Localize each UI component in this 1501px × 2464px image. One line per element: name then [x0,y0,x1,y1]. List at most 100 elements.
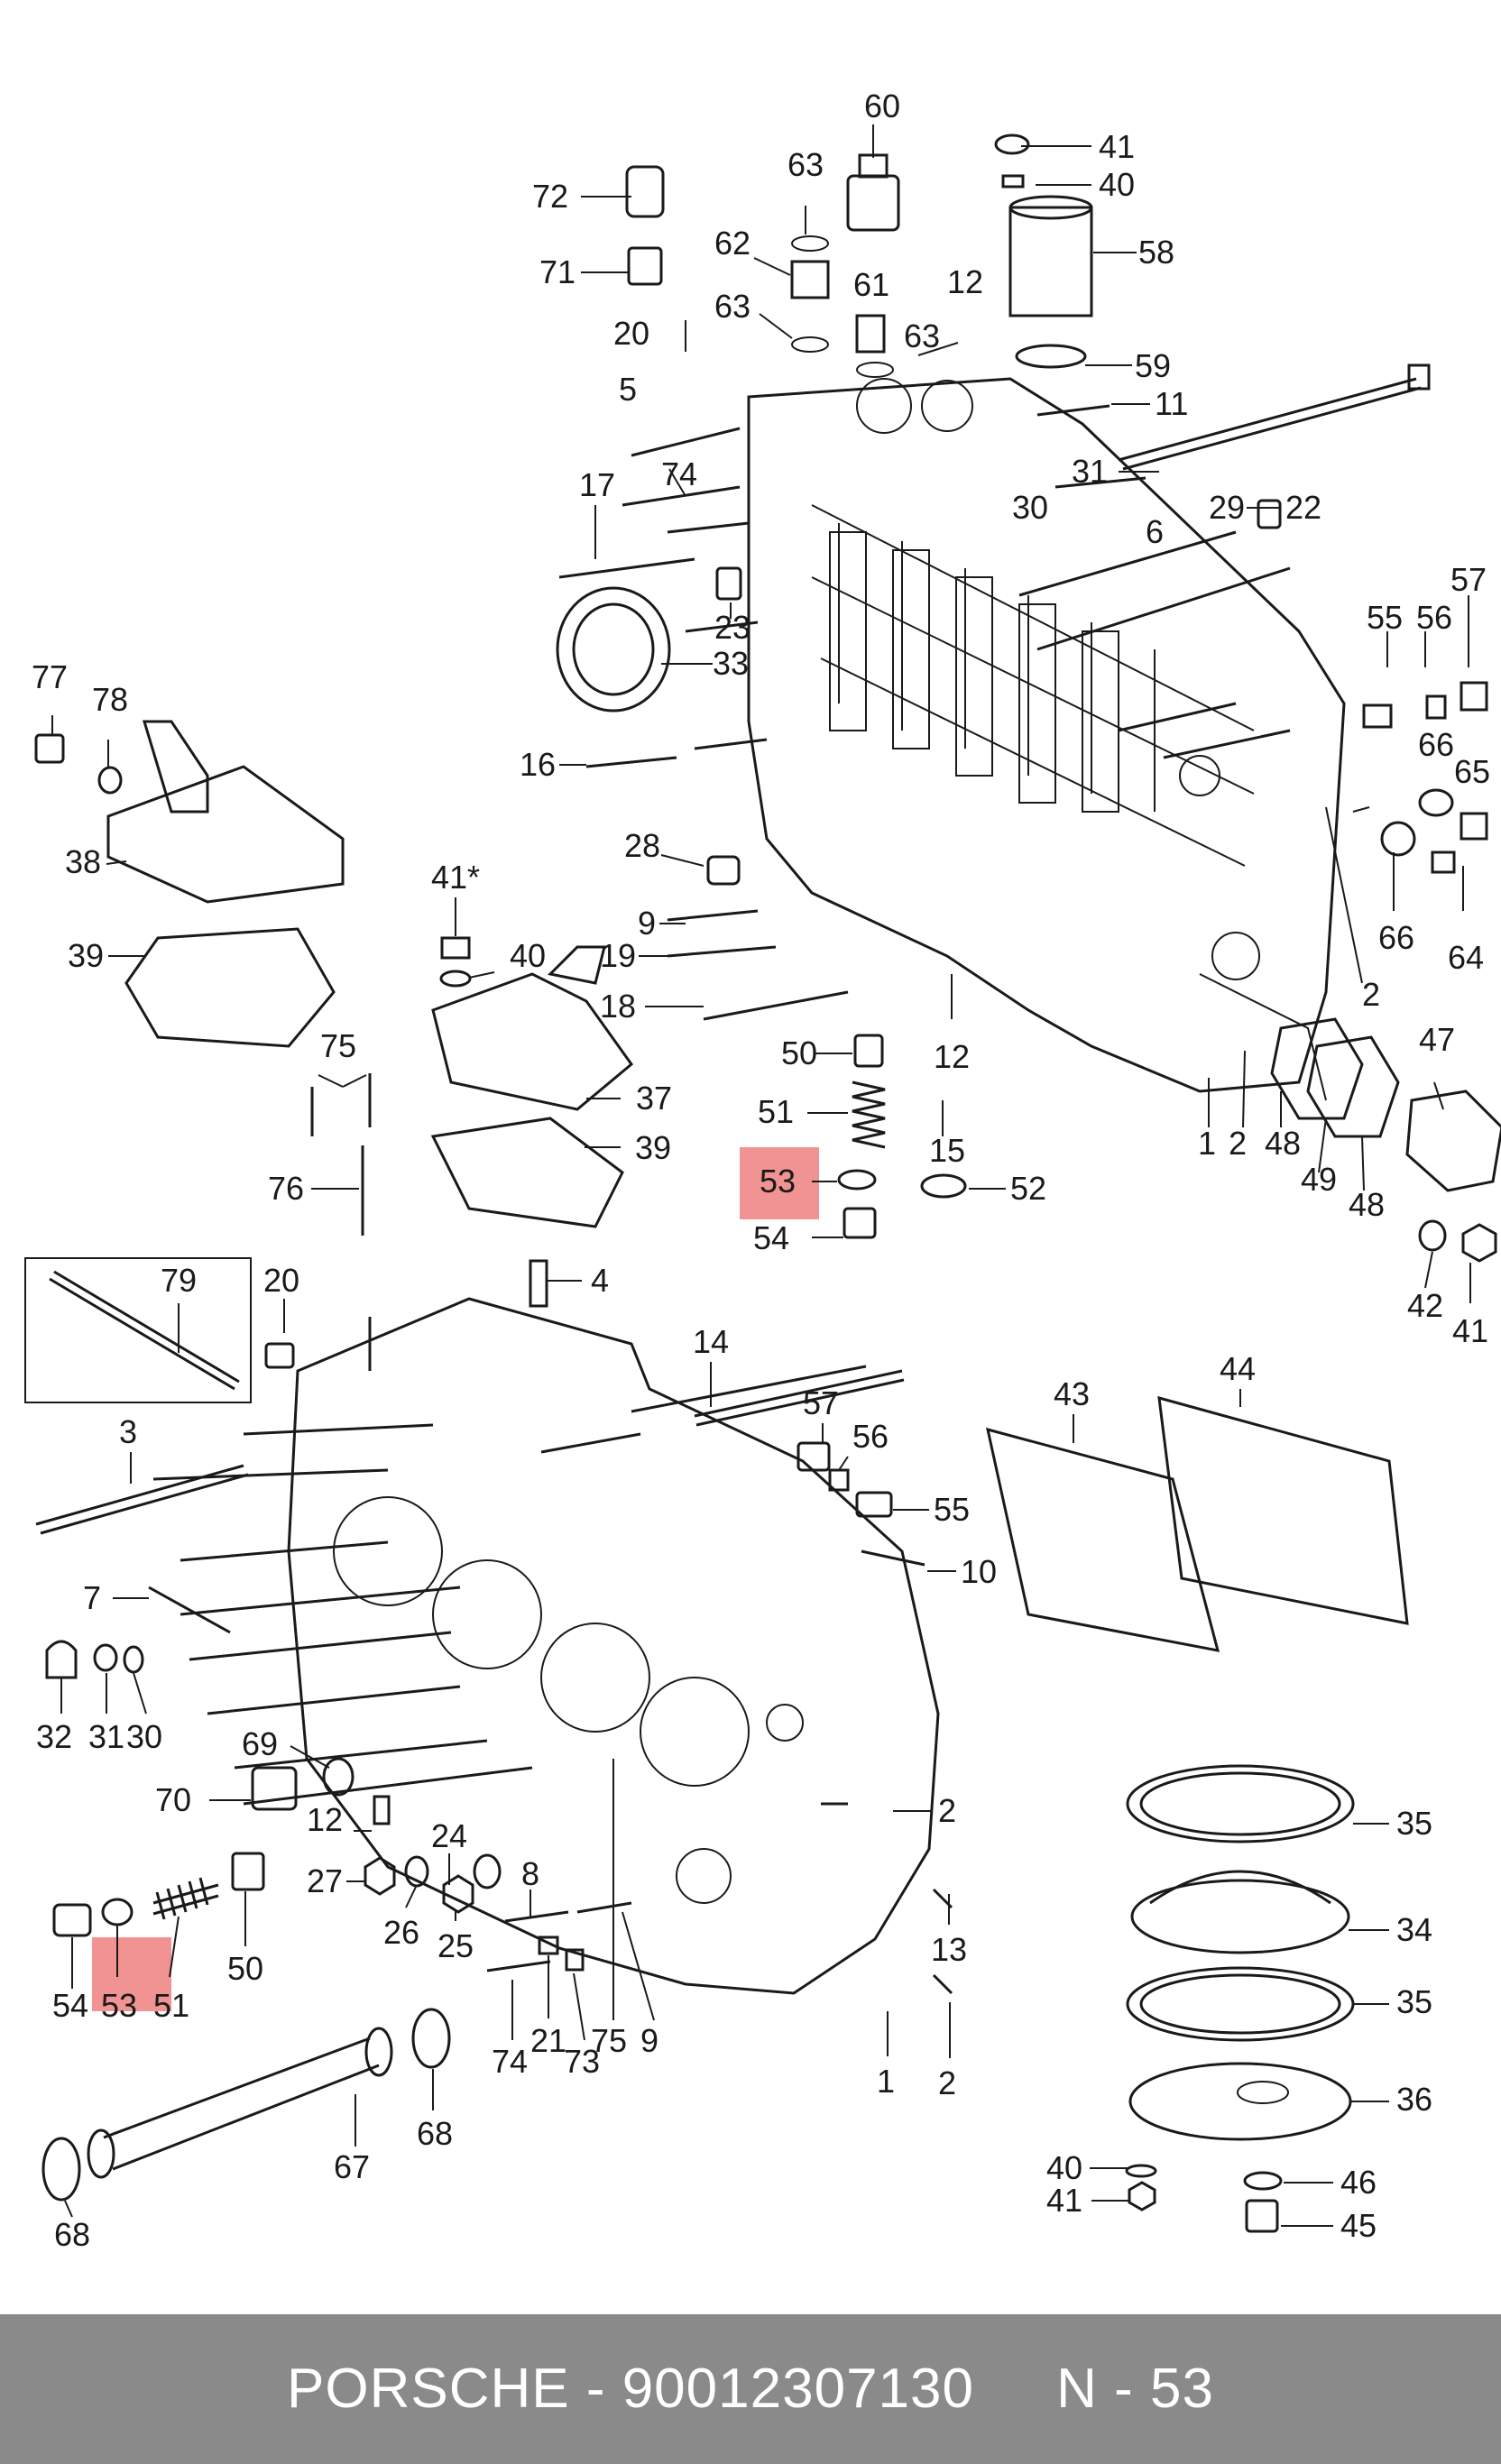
callout-label: 79 [161,1262,197,1299]
callout-label: 54 [753,1219,789,1256]
callout-label: 39 [68,937,104,974]
callout-label: 40 [1099,166,1135,203]
callout-label: 8 [521,1855,539,1892]
callout-label: 29 [1209,489,1245,526]
callout-label: 66 [1418,726,1454,763]
lower-crankcase-drawing [24,1257,1409,2233]
callout-label: 15 [929,1132,965,1169]
callout-label: 30 [1012,489,1048,526]
callout-label: 28 [624,827,660,864]
callout-label: 2 [1229,1125,1247,1162]
brand-name: PORSCHE [286,2358,570,2420]
callout-label: 48 [1265,1125,1301,1162]
parts-exploded-diagram: 60 41 40 63 58 72 62 71 63 61 63 12 20 5… [24,87,1501,2253]
callout-label: 2 [938,1792,956,1829]
footer-gap [974,2358,1056,2420]
callout-label: 53 [760,1163,796,1200]
callout-label: 54 [52,1987,88,2024]
callout-label: 16 [520,746,556,783]
callout-label: 24 [431,1817,467,1854]
callout-label: 10 [961,1553,997,1590]
leader-lines [51,124,1471,2227]
callout-label: 61 [853,266,889,303]
callout-label: 31 [1072,453,1108,490]
callout-label: 2 [938,2064,956,2101]
part-number: 90012307130 [622,2358,974,2420]
callout-label: 57 [803,1384,839,1421]
callout-label: 48 [1349,1186,1385,1223]
callout-label: 2 [1362,976,1380,1013]
callout-label: 22 [1285,489,1321,526]
callout-label: 20 [613,315,649,352]
callout-label: 4 [591,1262,609,1299]
callout-label: 68 [54,2216,90,2253]
callout-label: 12 [934,1038,970,1075]
ref-prefix: N [1056,2358,1098,2420]
callout-label: 66 [1378,919,1414,956]
callout-label: 57 [1450,561,1487,598]
callout-label: 35 [1396,1805,1432,1842]
callout-label: 49 [1301,1161,1337,1198]
callout-label: 9 [638,905,656,942]
oil-cover-parts-drawing [34,720,634,1236]
callout-label: 37 [636,1080,672,1117]
callout-label: 40 [1046,2149,1082,2186]
callout-label: 76 [268,1170,304,1207]
callout-label: 41 [1046,2182,1082,2219]
callout-label: 55 [1367,599,1403,636]
callout-label: 40 [510,937,546,974]
callout-label: 41 [1452,1312,1488,1349]
callout-label: 31 [88,1718,124,1755]
callout-label: 63 [714,288,750,325]
callout-label: 73 [564,2043,600,2080]
footer-caption: PORSCHE - 90012307130 N - 53 [0,2314,1501,2464]
ref-number: 53 [1150,2358,1214,2420]
callout-label: 41* [431,859,480,896]
callout-label: 55 [934,1491,970,1528]
callout-label: 26 [383,1914,419,1951]
callout-label: 27 [307,1862,343,1899]
callout-label: 39 [635,1129,671,1166]
callout-label: 23 [714,609,750,646]
callout-label: 50 [781,1034,817,1071]
callout-label: 42 [1407,1287,1443,1324]
highlight-53-upper [740,1147,819,1219]
callout-label: 78 [92,681,128,718]
callout-label: 17 [579,466,615,503]
callout-label: 14 [693,1323,729,1360]
callout-label: 34 [1396,1911,1432,1948]
callout-label: 33 [713,645,749,682]
callout-label: 63 [904,317,940,354]
callout-label: 12 [307,1801,343,1838]
callout-label: 11 [1155,385,1188,422]
callout-label: 21 [530,2022,566,2059]
callout-label: 44 [1220,1350,1256,1387]
callout-label: 9 [640,2022,658,2059]
callout-label: 59 [1135,347,1171,384]
callout-labels: 60 41 40 63 58 72 62 71 63 61 63 12 20 5… [32,87,1490,2253]
callout-label: 6 [1146,513,1164,550]
callout-label: 47 [1419,1021,1455,1058]
callout-label: 74 [492,2043,528,2080]
callout-label: 67 [334,2148,370,2185]
callout-label: 65 [1454,753,1490,790]
callout-label: 18 [600,988,636,1025]
callout-label: 68 [417,2115,453,2152]
callout-label: 41 [1099,128,1135,165]
callout-label: 7 [83,1579,101,1616]
callout-label: 77 [32,658,68,695]
callout-label: 53 [101,1987,137,2024]
upper-crankcase-drawing [556,133,1501,1263]
callout-label: 71 [539,253,576,290]
callout-label: 35 [1396,1983,1432,2020]
callout-label: 51 [153,1987,189,2024]
callout-label: 63 [787,146,824,183]
callout-label: 3 [119,1413,137,1450]
callout-label: 45 [1340,2207,1377,2244]
callout-label: 52 [1010,1170,1046,1207]
callout-label: 30 [126,1718,162,1755]
callout-label: 72 [532,178,568,215]
callout-label: 20 [263,1262,299,1299]
callout-label: 58 [1138,234,1174,271]
callout-label: 70 [155,1781,191,1818]
